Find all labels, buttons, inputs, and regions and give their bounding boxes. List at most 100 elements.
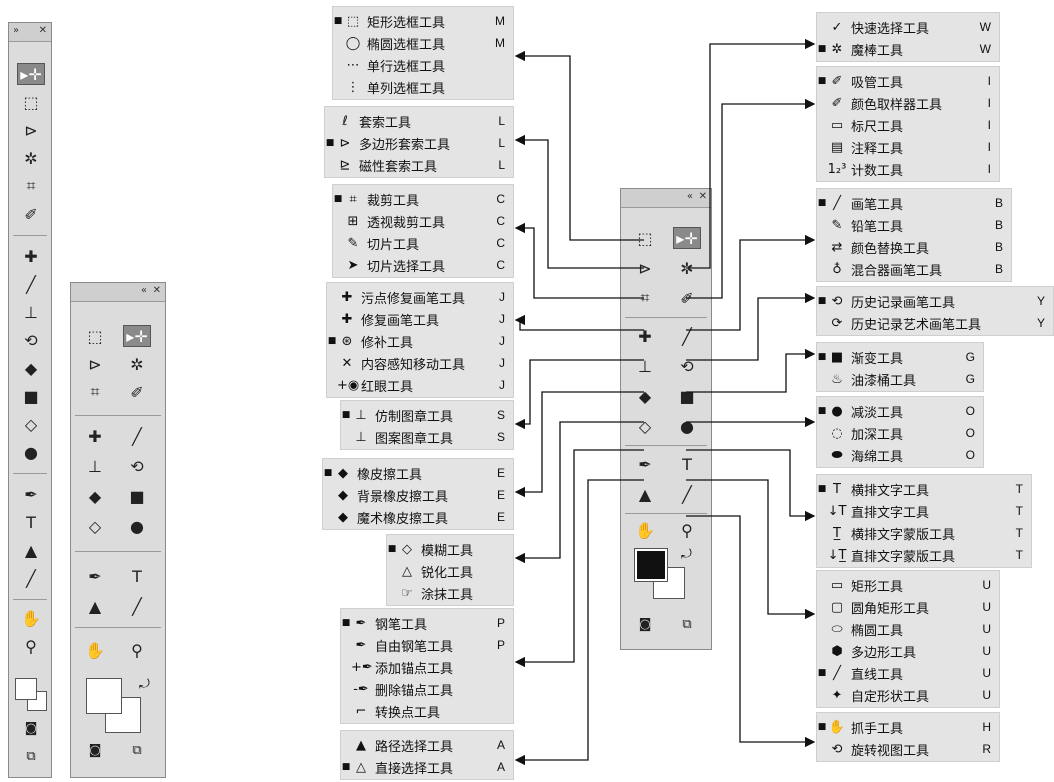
heal-tool-icon[interactable]: ✚ <box>638 326 652 346</box>
lasso-tool-icon[interactable]: ⊳ <box>24 120 38 140</box>
toolbar-header[interactable]: « ✕ <box>71 283 165 302</box>
zoom-tool-icon[interactable]: ⚲ <box>25 636 37 656</box>
type-tool-icon[interactable]: T <box>132 566 142 586</box>
lasso-tool-icon[interactable]: ⊳ <box>88 354 102 374</box>
line-tool-icon[interactable]: ╱ <box>132 596 142 616</box>
move-tool-icon[interactable]: ▸✛ <box>123 325 151 347</box>
stamp-tool-icon[interactable]: ⊥ <box>88 456 102 476</box>
type-tool-icon[interactable]: T <box>26 512 36 532</box>
foreground-color-swatch[interactable] <box>15 678 37 700</box>
heal-tool-icon[interactable]: ✚ <box>24 246 38 266</box>
heal-tool-icon[interactable]: ✚ <box>88 426 102 446</box>
line-tool-icon[interactable]: ╱ <box>26 568 36 588</box>
magic-wand-tool-icon[interactable]: ✲ <box>24 148 38 168</box>
screen-mode-icon[interactable]: ⧉ <box>26 748 36 764</box>
tool-menu-item[interactable]: +✒添加锚点工具 <box>341 656 513 678</box>
eraser-tool-icon[interactable]: ◆ <box>638 386 652 406</box>
brush-tool-icon[interactable]: ╱ <box>26 274 36 294</box>
stamp-tool-icon[interactable]: ⊥ <box>638 356 652 376</box>
tool-menu-item[interactable]: △锐化工具 <box>387 560 513 582</box>
foreground-color-swatch[interactable] <box>86 678 122 714</box>
magic-wand-tool-icon[interactable]: ✲ <box>130 354 144 374</box>
eraser-tool-icon[interactable]: ◆ <box>88 486 102 506</box>
close-icon[interactable]: ✕ <box>698 191 707 202</box>
tool-menu-item[interactable]: ☞涂抹工具 <box>387 582 513 604</box>
collapse-icon[interactable]: « <box>140 285 147 296</box>
gradient-tool-icon[interactable]: ■ <box>23 386 39 406</box>
type-tool-icon[interactable]: T <box>682 454 692 474</box>
zoom-tool-icon[interactable]: ⚲ <box>131 640 143 660</box>
close-icon[interactable]: ✕ <box>38 25 47 36</box>
eraser-tool-icon[interactable]: ◆ <box>24 358 38 378</box>
collapse-icon[interactable]: « <box>686 191 693 202</box>
swap-colors-icon[interactable]: ⤾ <box>681 547 692 562</box>
path-select-tool-icon[interactable]: ▲ <box>88 596 102 616</box>
blur-tool-icon[interactable]: ◇ <box>24 414 38 434</box>
line-tool-icon[interactable]: ╱ <box>682 484 692 504</box>
screen-mode-icon[interactable]: ⧉ <box>682 616 692 632</box>
marquee-tool-icon[interactable]: ⬚ <box>87 326 103 346</box>
crop-tool-icon[interactable]: ⌗ <box>640 288 650 307</box>
toolbar-header[interactable]: « ✕ <box>621 189 711 208</box>
blur-tool-icon[interactable]: ◇ <box>638 416 652 436</box>
history-brush-tool-icon[interactable]: ⟲ <box>680 356 694 376</box>
brush-tool-icon[interactable]: ╱ <box>132 426 142 446</box>
history-brush-tool-icon[interactable]: ⟲ <box>24 330 38 350</box>
dodge-tool-icon[interactable]: ● <box>24 442 38 462</box>
eyedropper-tool-icon[interactable]: ✐ <box>24 204 38 224</box>
eyedropper-tool-icon[interactable]: ✐ <box>130 382 144 402</box>
gradient-tool-icon[interactable]: ■ <box>679 386 695 406</box>
hand-tool-icon[interactable]: ✋ <box>635 520 655 540</box>
crop-tool-icon[interactable]: ⌗ <box>26 176 36 195</box>
crop-tool-icon[interactable]: ⌗ <box>90 382 100 401</box>
move-tool-icon[interactable]: ▸✛ <box>673 227 701 249</box>
zoom-tool-icon[interactable]: ⚲ <box>681 520 693 540</box>
pen-tool-icon[interactable]: ✒ <box>24 484 38 504</box>
quick-mask-icon[interactable]: ◙ <box>24 720 38 736</box>
blur-tool-icon[interactable]: ◇ <box>88 516 102 536</box>
pen-tool-icon[interactable]: ✒ <box>88 566 102 586</box>
tool-menu-item[interactable]: -✒删除锚点工具 <box>341 678 513 700</box>
gradient-tool-icon[interactable]: ■ <box>129 486 145 506</box>
